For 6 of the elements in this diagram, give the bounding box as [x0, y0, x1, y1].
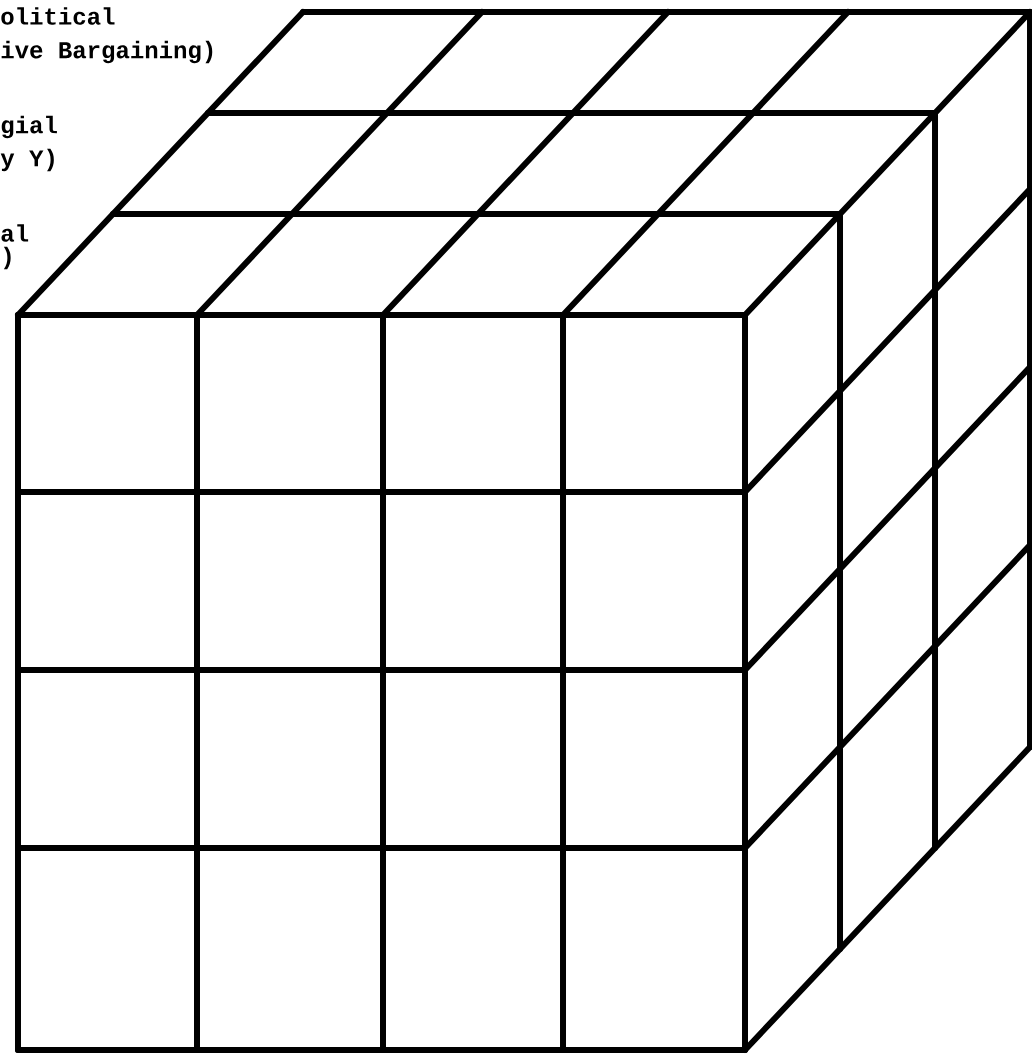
axis-label: gial: [1, 115, 57, 139]
axis-label: olitical: [1, 7, 115, 25]
axis-label: ): [3, 246, 11, 270]
axis-label: al: [1, 224, 29, 242]
axis-label: ive Bargaining): [1, 40, 213, 64]
axis-label: y Y): [0, 148, 54, 172]
